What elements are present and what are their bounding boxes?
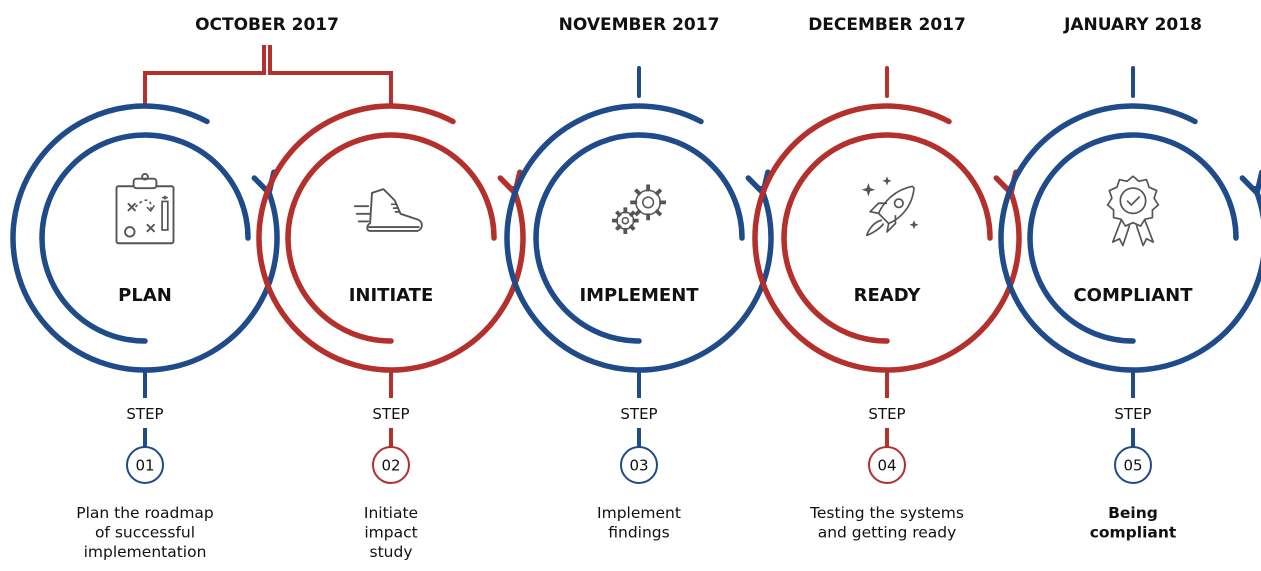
rocket-icon <box>860 175 920 237</box>
step-title: READY <box>854 285 922 306</box>
step-label: STEP <box>372 405 409 423</box>
gears-icon <box>614 186 664 232</box>
month-header: NOVEMBER 2017 <box>559 15 720 35</box>
outer-ring-arc <box>256 103 526 373</box>
inner-ring-arc <box>285 132 497 241</box>
outer-ring-arc <box>10 103 280 373</box>
inner-ring-arc <box>1027 132 1239 241</box>
month-header: JANUARY 2018 <box>1063 15 1202 35</box>
outer-ring-arc <box>998 103 1261 373</box>
step-number: 01 <box>135 457 154 475</box>
step-number-circle <box>372 446 410 484</box>
arrowhead-icon <box>1239 169 1261 196</box>
step-description-line: Testing the systems <box>809 504 964 522</box>
inner-ring-arc <box>39 132 251 241</box>
step-description-line: implementation <box>84 543 207 561</box>
inner-ring-arc <box>533 132 745 241</box>
running-shoe-icon <box>353 188 423 232</box>
step-description-line: of successful <box>95 524 195 542</box>
step-description-line: and getting ready <box>818 524 957 542</box>
step-description-line: Initiate <box>364 504 418 522</box>
step-number-circle <box>868 446 906 484</box>
step-number-circle <box>126 446 164 484</box>
outer-ring-arc <box>504 103 774 373</box>
step-number: 04 <box>877 457 896 475</box>
inner-ring-arc <box>39 235 148 344</box>
step-description-line: impact <box>364 524 417 542</box>
inner-ring-arc <box>533 235 642 344</box>
step-number: 02 <box>381 457 400 475</box>
step-number: 05 <box>1123 457 1142 475</box>
october-bracket-line <box>143 45 393 108</box>
step-description-line: compliant <box>1090 524 1177 542</box>
step-description-line: findings <box>608 524 669 542</box>
october-bracket <box>143 45 1135 108</box>
step-description-line: Being <box>1108 504 1158 522</box>
strategy-board-icon <box>115 172 175 245</box>
inner-ring-arc <box>781 132 993 241</box>
step-label: STEP <box>126 405 163 423</box>
step-number-circle <box>620 446 658 484</box>
step-title: COMPLIANT <box>1073 285 1193 306</box>
step-title: INITIATE <box>349 285 434 306</box>
step-description-line: study <box>370 543 413 561</box>
award-ribbon-icon <box>1106 175 1160 247</box>
inner-ring-arc <box>1027 235 1136 344</box>
inner-ring-arc <box>781 235 890 344</box>
step-label: STEP <box>868 405 905 423</box>
month-header: OCTOBER 2017 <box>195 15 339 35</box>
inner-ring-arc <box>285 235 394 344</box>
step-number: 03 <box>629 457 648 475</box>
month-header: DECEMBER 2017 <box>808 15 966 35</box>
month-headers: OCTOBER 2017 NOVEMBER 2017 DECEMBER 2017 JA… <box>195 15 1202 35</box>
step-description-line: Implement <box>597 504 681 522</box>
step-description-line: Plan the roadmap <box>76 504 214 522</box>
outer-ring-arc <box>752 103 1022 373</box>
step-label: STEP <box>1114 405 1151 423</box>
step-title: PLAN <box>118 285 172 306</box>
step-title: IMPLEMENT <box>579 285 699 306</box>
step-label: STEP <box>620 405 657 423</box>
step-number-circle <box>1114 446 1152 484</box>
